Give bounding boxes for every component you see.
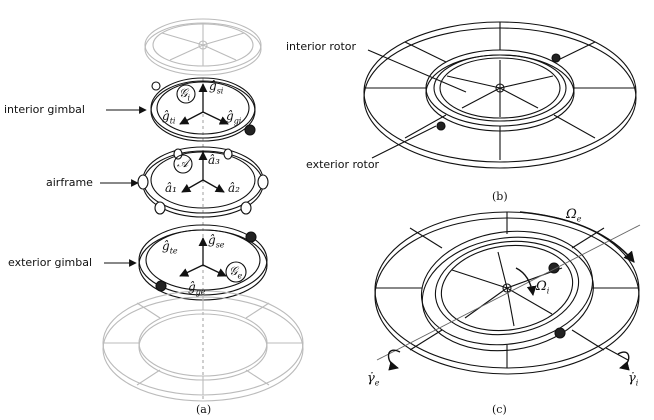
omega-i-arrow — [515, 267, 537, 296]
a1-label: â₁ — [165, 181, 177, 195]
airframe-ring — [137, 146, 269, 218]
panel-b-rotors — [363, 21, 637, 169]
exterior-rotor-pointer — [371, 125, 437, 159]
gamma-i-arrow — [617, 351, 630, 371]
exterior-frame-marker — [225, 261, 247, 283]
exterior-gimbal-axes — [179, 237, 227, 277]
g-g-e-label: ĝge — [188, 280, 206, 297]
caption-c: (c) — [492, 403, 507, 416]
g-s-i-label: ĝsi — [209, 79, 224, 96]
inner-blades — [446, 60, 554, 117]
tilt-axis — [376, 224, 641, 361]
gamma-e-label: γ̇e — [367, 371, 380, 388]
omega-i-label: Ωi — [536, 279, 550, 296]
gamma-e-arrow — [387, 349, 401, 371]
g-s-e-label: ĝse — [208, 233, 225, 250]
airframe-frame-symbol: 𝒜 — [177, 156, 189, 170]
interior-gimbal-ring — [150, 77, 256, 142]
caption-a: (a) — [196, 403, 212, 416]
label-exterior-rotor: exterior rotor — [306, 158, 380, 171]
interior-frame-symbol: 𝒢i — [179, 86, 191, 103]
exterior-frame-symbol: 𝒢e — [229, 264, 243, 281]
outer-vanes-c — [375, 212, 639, 368]
label-interior-gimbal: interior gimbal — [4, 103, 85, 116]
g-t-i-label: ĝti — [162, 109, 176, 126]
label-airframe: airframe — [46, 176, 93, 189]
gamma-i-label: γ̇i — [628, 371, 639, 388]
a3-label: â₃ — [208, 153, 220, 167]
omega-e-label: Ωe — [566, 207, 582, 224]
top-rotor-ghost — [144, 18, 262, 76]
label-exterior-gimbal: exterior gimbal — [8, 256, 93, 269]
a2-label: â₂ — [228, 181, 240, 195]
outer-vanes — [364, 22, 636, 160]
airframe-axes — [181, 151, 225, 193]
caption-b: (b) — [492, 190, 508, 203]
omega-e-arrow — [519, 211, 635, 263]
interior-frame-marker — [176, 84, 196, 104]
interior-gimbal-axes — [179, 83, 229, 125]
panel-c-rotors-tilted — [374, 211, 641, 375]
g-g-i-label: ĝgi — [226, 109, 242, 126]
label-interior-rotor: interior rotor — [286, 40, 357, 53]
panel-a-exploded-view — [100, 18, 304, 402]
interior-rotor-pointer — [367, 49, 467, 93]
bottom-rotor-ghost — [102, 290, 304, 402]
airframe-frame-marker — [173, 154, 193, 174]
g-t-e-label: ĝte — [162, 239, 178, 256]
